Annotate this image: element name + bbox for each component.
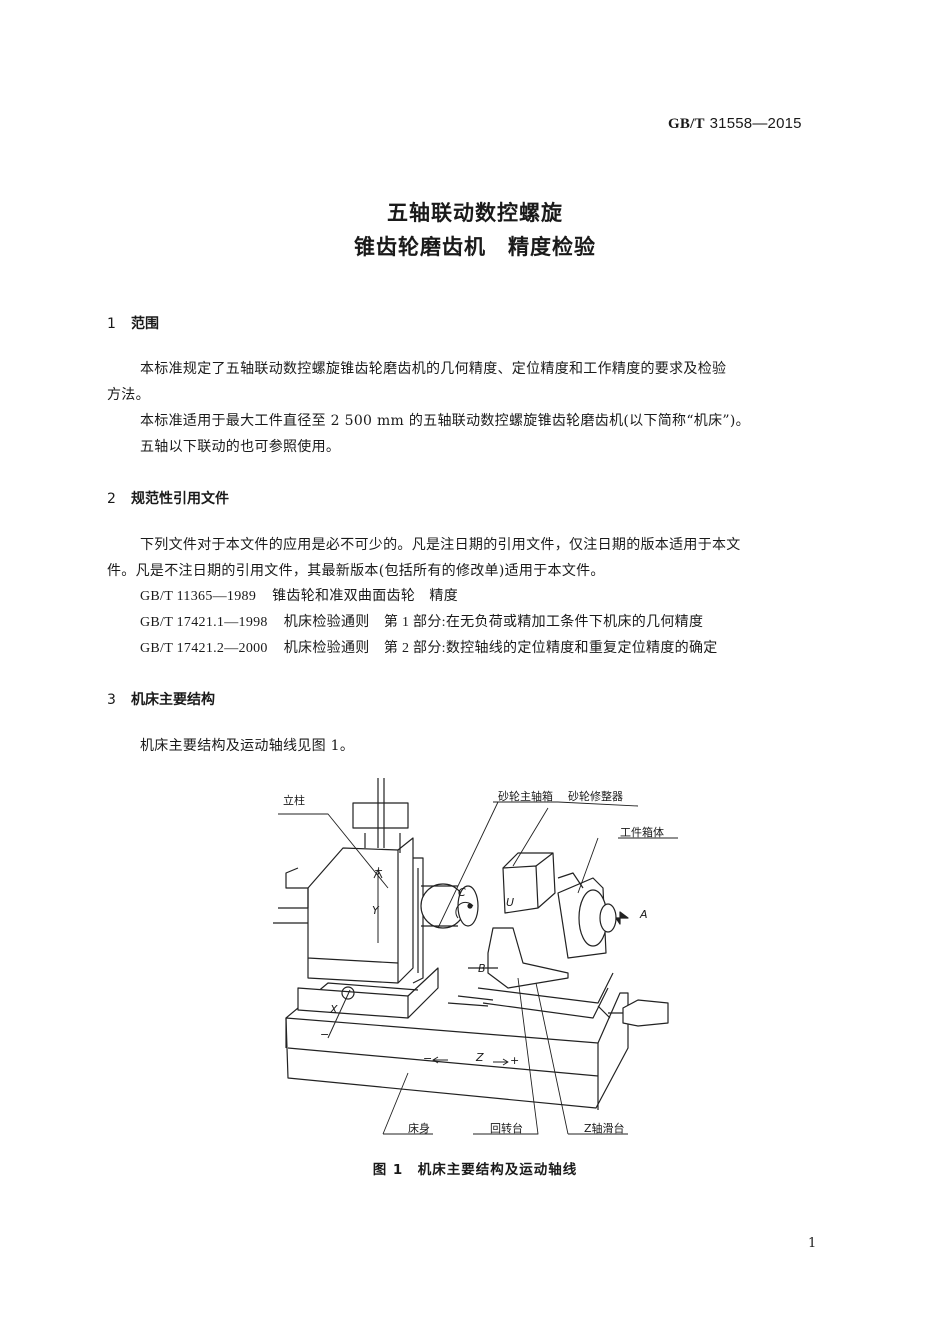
- reference-item: GB/T 11365—1989 锥齿轮和准双曲面齿轮 精度: [140, 584, 474, 610]
- axis-z-label: Z: [476, 1051, 484, 1064]
- section-1-para-1: 本标准规定了五轴联动数控螺旋锥齿轮磨齿机的几何精度、定位精度和工作精度的要求及检…: [140, 361, 727, 377]
- section-2-para-1-cont: 件。凡是不注日期的引用文件，其最新版本(包括所有的修改单)适用于本文件。: [107, 563, 605, 579]
- label-column: 立柱: [283, 794, 305, 807]
- machine-drawing-icon: [273, 778, 678, 1135]
- document-title-line2: 锥齿轮磨齿机 精度检验: [354, 235, 596, 259]
- axis-x-label: X: [330, 1003, 338, 1016]
- label-wheel-dresser: 砂轮修整器: [568, 790, 623, 803]
- axis-y-plus: +: [374, 864, 384, 877]
- reference-title: 机床检验通则 第 1 部分:在无负荷或精加工条件下机床的几何精度: [283, 615, 704, 630]
- section-3-para-1: 机床主要结构及运动轴线见图 1。: [140, 738, 355, 754]
- axis-c-label: C: [458, 886, 466, 899]
- label-bed: 床身: [408, 1122, 430, 1135]
- axis-a-label: A: [640, 908, 648, 921]
- figure-caption: 图 1 机床主要结构及运动轴线: [372, 1162, 578, 1178]
- reference-code: GB/T 11365—1989: [140, 589, 257, 604]
- axis-z-plus: +: [510, 1054, 520, 1067]
- section-1-para-1-cont: 方法。: [107, 387, 150, 403]
- standard-code: 31558—2015: [709, 115, 802, 132]
- reference-code: GB/T 17421.1—1998: [140, 615, 268, 630]
- axis-b-label: B: [478, 962, 486, 975]
- label-z-slide: Z轴滑台: [584, 1122, 625, 1135]
- section-1-para-2: 本标准适用于最大工件直径至 2 500 mm 的五轴联动数控螺旋锥齿轮磨齿机(以…: [140, 413, 750, 429]
- label-wheel-spindle-box: 砂轮主轴箱: [498, 790, 553, 803]
- axis-x-minus: −: [320, 1028, 330, 1041]
- section-2-para-1: 下列文件对于本文件的应用是必不可少的。凡是注日期的引用文件，仅注日期的版本适用于…: [140, 537, 741, 553]
- document-title-line1: 五轴联动数控螺旋: [387, 201, 563, 225]
- label-rotary-table: 回转台: [490, 1122, 523, 1135]
- reference-title: 锥齿轮和准双曲面齿轮 精度: [272, 589, 459, 604]
- machine-structure-figure: 立柱 砂轮主轴箱 砂轮修整器 工件箱体 床身 回转台 Z轴滑台 Y + X − …: [268, 778, 688, 1138]
- page-number: 1: [808, 1236, 817, 1251]
- reference-code: GB/T 17421.2—2000: [140, 641, 268, 656]
- label-workpiece-box: 工件箱体: [620, 826, 664, 839]
- standard-prefix: GB/T: [668, 116, 705, 132]
- reference-title: 机床检验通则 第 2 部分:数控轴线的定位精度和重复定位精度的确定: [283, 641, 718, 656]
- axis-z-minus: −: [423, 1052, 433, 1065]
- section-1-para-3: 五轴以下联动的也可参照使用。: [140, 439, 341, 455]
- reference-item: GB/T 17421.1—1998 机床检验通则 第 1 部分:在无负荷或精加工条…: [140, 610, 719, 636]
- axis-y-label: Y: [372, 904, 379, 917]
- standard-number: GB/T 31558—2015: [668, 114, 802, 133]
- axis-u-label: U: [506, 896, 515, 909]
- reference-item: GB/T 17421.2—2000 机床检验通则 第 2 部分:数控轴线的定位精度…: [140, 636, 734, 662]
